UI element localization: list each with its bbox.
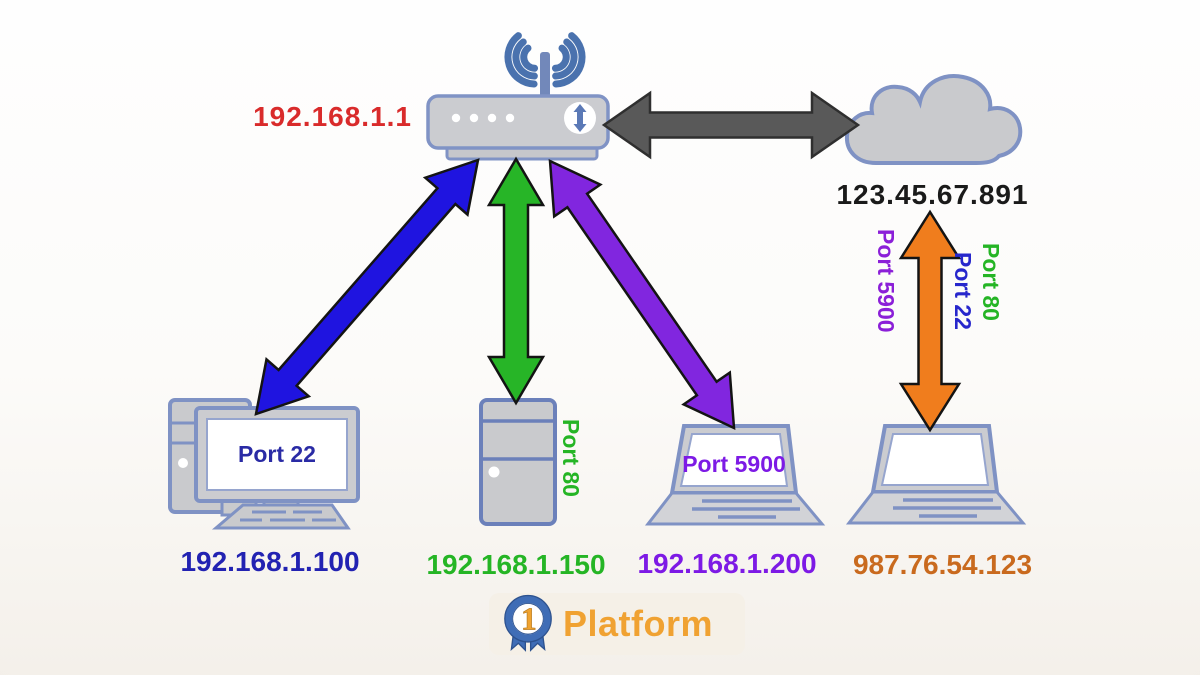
laptop-vnc-port-label: Port 5900 xyxy=(682,451,786,477)
wireless-router-icon xyxy=(426,94,610,161)
desktop-port-label: Port 22 xyxy=(238,441,316,467)
desktop-computer-icon xyxy=(168,398,360,530)
public-ip-label: 123.45.67.891 xyxy=(836,179,1029,210)
arrow-router-desktop xyxy=(254,158,480,416)
platform-logo: 1 Platform xyxy=(489,593,745,655)
laptop-wan-icon xyxy=(845,424,1027,525)
laptop-wan-ip-label: 987.76.54.123 xyxy=(852,549,1033,580)
desktop-ip-label: 192.168.1.100 xyxy=(180,546,360,577)
wan-port-5900-label: Port 5900 xyxy=(873,229,899,333)
router-ip-label: 192.168.1.1 xyxy=(253,101,412,132)
server-ip-label: 192.168.1.150 xyxy=(426,549,606,580)
server-icon xyxy=(479,398,557,526)
arrow-router-internet xyxy=(601,90,861,160)
platform-logo-text: Platform xyxy=(563,603,714,644)
wan-port-80-label: Port 80 xyxy=(978,243,1004,321)
laptop-vnc-ip-label: 192.168.1.200 xyxy=(637,548,817,579)
arrow-router-server xyxy=(486,156,546,406)
internet-cloud-icon xyxy=(844,74,1023,165)
platform-logo-badge-icon: 1 xyxy=(504,594,552,652)
arrow-internet-laptop xyxy=(898,209,962,433)
laptop-vnc-icon xyxy=(644,424,826,526)
up-down-transfer-icon xyxy=(573,104,587,132)
logo-mark: 1 xyxy=(521,601,537,636)
connection-arrows xyxy=(254,90,962,433)
server-port-label: Port 80 xyxy=(558,419,584,497)
arrow-router-laptop xyxy=(548,158,736,431)
wifi-antenna-icon xyxy=(504,32,586,100)
wan-port-22-label: Port 22 xyxy=(950,252,976,330)
